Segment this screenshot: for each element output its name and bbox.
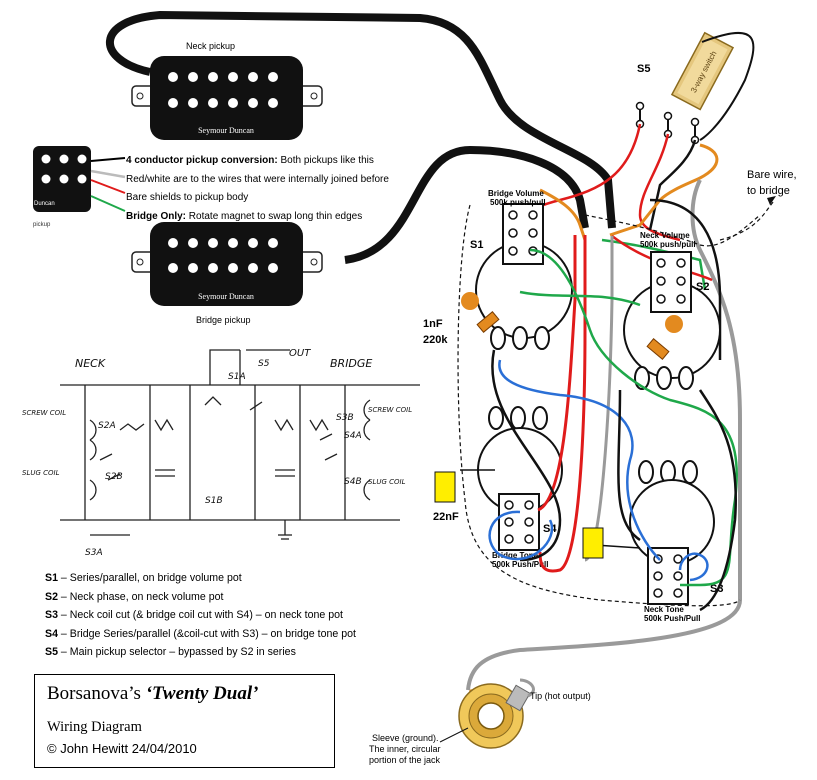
diagram-title: Borsanova’s ‘Twenty Dual’: [47, 683, 258, 705]
diagram-credit: © John Hewitt 24/04/2010: [47, 741, 197, 756]
jack-tip-label: Tip (hot output): [530, 691, 591, 701]
legend-item-s5: S5 – Main pickup selector – bypassed by …: [45, 643, 356, 662]
title-name: ‘Twenty Dual’: [145, 683, 259, 704]
bridge-volume-label1: Bridge Volume: [488, 189, 544, 198]
legend-text-s1: – Series/parallel, on bridge volume pot: [57, 572, 242, 584]
schem-s2a: S2A: [98, 421, 116, 431]
bridge-volume-label2: 500k push/pull: [490, 198, 546, 207]
schem-neck-slug-coil: SLUG COIL: [22, 469, 60, 477]
hand-schematic: [60, 349, 420, 540]
schem-s4b: S4B: [344, 477, 362, 487]
schem-out: OUT: [289, 348, 311, 359]
bridge-pickup-label: Bridge pickup: [196, 315, 251, 325]
bridge-tone-label2: 500k Push/Pull: [492, 560, 548, 569]
dashed-shield-lines: [457, 199, 776, 607]
conversion-note-4-bold: Bridge Only:: [126, 210, 187, 222]
legend-key-s4: S4: [45, 627, 58, 640]
conversion-notes: 4 conductor pickup conversion: Both pick…: [126, 152, 389, 226]
title-box: Borsanova’s ‘Twenty Dual’ Wiring Diagram…: [34, 674, 335, 768]
schem-s3a: S3A: [85, 548, 103, 558]
legend-key-s1: S1: [45, 572, 58, 584]
schem-neck: NECK: [75, 357, 106, 370]
small-pickup-brand: Duncan: [34, 201, 55, 207]
resistor-220k-label: 220k: [423, 334, 448, 346]
three-way-switch: S5 3-way switch: [635, 31, 755, 145]
neck-tone-label2: 500k Push/Pull: [644, 614, 700, 623]
schem-s2b: S2B: [105, 472, 123, 482]
diagram-subtitle: Wiring Diagram: [47, 719, 142, 735]
schem-bridge-screw-coil: SCREW COIL: [368, 406, 412, 414]
schematic-labels: NECK BRIDGE OUT S5 S1A S1B S2A S2B S3A S…: [22, 348, 412, 558]
jack-sleeve-label-2: The inner, circular: [369, 744, 441, 754]
schem-s4a: S4A: [344, 431, 362, 441]
jack-sleeve-label-3: portion of the jack: [369, 755, 441, 765]
neck-pickup-cable: [105, 10, 616, 229]
bare-wire-label-1: Bare wire,: [747, 169, 797, 181]
legend-item-s1: S1 – Series/parallel, on bridge volume p…: [45, 569, 356, 588]
neck-volume-label1: Neck Volume: [640, 231, 690, 240]
schem-neck-screw-coil: SCREW COIL: [22, 409, 66, 417]
neck-pickup-brand: Seymour Duncan: [198, 126, 254, 135]
cap-22nf-label: 22nF: [433, 511, 459, 523]
legend-item-s4: S4 – Bridge Series/parallel (&coil-cut w…: [45, 625, 356, 644]
conversion-note-1: 4 conductor pickup conversion: Both pick…: [126, 152, 389, 171]
small-pickup-label: pickup: [33, 222, 51, 228]
legend-text-s3: – Neck coil cut (& bridge coil cut with …: [57, 609, 343, 621]
legend-item-s2: S2 – Neck phase, on neck volume pot: [45, 588, 356, 607]
bridge-pickup-brand: Seymour Duncan: [198, 292, 254, 301]
legend-key-s3: S3: [45, 609, 58, 621]
bare-wire-arrow: [767, 196, 776, 205]
switch-s5-label: S5: [637, 63, 650, 75]
schem-s1b: S1B: [205, 496, 223, 506]
legend-text-s2: – Neck phase, on neck volume pot: [57, 590, 224, 603]
neck-pickup-label: Neck pickup: [186, 41, 235, 51]
neck-volume-label2: 500k push/pull: [640, 240, 696, 249]
switch-s4-label: S4: [543, 523, 557, 535]
neck-volume-pot: Neck Volume 500k push/pull S2: [623, 231, 721, 390]
neck-tone-pot: S3 Neck Tone 500k Push/Pull: [629, 460, 723, 623]
schem-s5: S5: [258, 359, 270, 369]
legend-text-s4: – Bridge Series/parallel (&coil-cut with…: [57, 627, 356, 640]
legend-key-s5: S5: [45, 646, 58, 658]
tone-cap-neck: [582, 527, 604, 559]
neck-tone-label1: Neck Tone: [644, 605, 684, 614]
bare-wire-label-2: to bridge: [747, 185, 790, 197]
output-jack: Tip (hot output) Sleeve (ground). The in…: [369, 678, 591, 765]
title-prefix: Borsanova’s: [47, 683, 146, 704]
tone-cap-bridge: [434, 471, 456, 503]
conversion-note-4: Bridge Only: Rotate magnet to swap long …: [126, 208, 389, 227]
bridge-tone-label1: Bridge Tone: [492, 551, 539, 560]
conversion-pickup-detail: Duncan pickup: [33, 146, 126, 228]
legend-key-s2: S2: [45, 590, 58, 603]
legend-text-s5: – Main pickup selector – bypassed by S2 …: [57, 646, 296, 658]
conversion-note-1-text: Both pickups like this: [277, 155, 374, 166]
bridge-pickup: Seymour Duncan Bridge pickup: [131, 222, 323, 325]
conversion-note-4-text: Rotate magnet to swap long thin edges: [186, 210, 363, 222]
legend-item-s3: S3 – Neck coil cut (& bridge coil cut wi…: [45, 606, 356, 625]
conversion-note-2-text: Red/white are to the wires that were int…: [126, 173, 389, 185]
switch-legend: S1 – Series/parallel, on bridge volume p…: [45, 569, 356, 662]
bridge-pickup-cable: [344, 145, 589, 264]
conversion-note-1-bold: 4 conductor pickup conversion:: [126, 155, 278, 166]
neck-pickup: Neck pickup Seymour Duncan: [131, 41, 323, 140]
schem-s1a: S1A: [228, 372, 246, 382]
conversion-note-3: Bare shields to pickup body: [126, 189, 389, 208]
switch-s1-label: S1: [470, 239, 483, 251]
schem-s3b: S3B: [336, 413, 354, 423]
cap-1nf-label: 1nF: [423, 318, 443, 330]
jack-sleeve-label-1: Sleeve (ground).: [372, 733, 439, 743]
bridge-volume-pot: Bridge Volume 500k push/pull S1: [461, 189, 573, 350]
conversion-note-2: Red/white are to the wires that were int…: [126, 171, 389, 190]
schem-bridge: BRIDGE: [330, 357, 372, 370]
conversion-note-3-text: Bare shields to pickup body: [126, 192, 249, 203]
switch-s2-label: S2: [696, 281, 709, 293]
schem-bridge-slug-coil: SLUG COIL: [368, 478, 406, 486]
